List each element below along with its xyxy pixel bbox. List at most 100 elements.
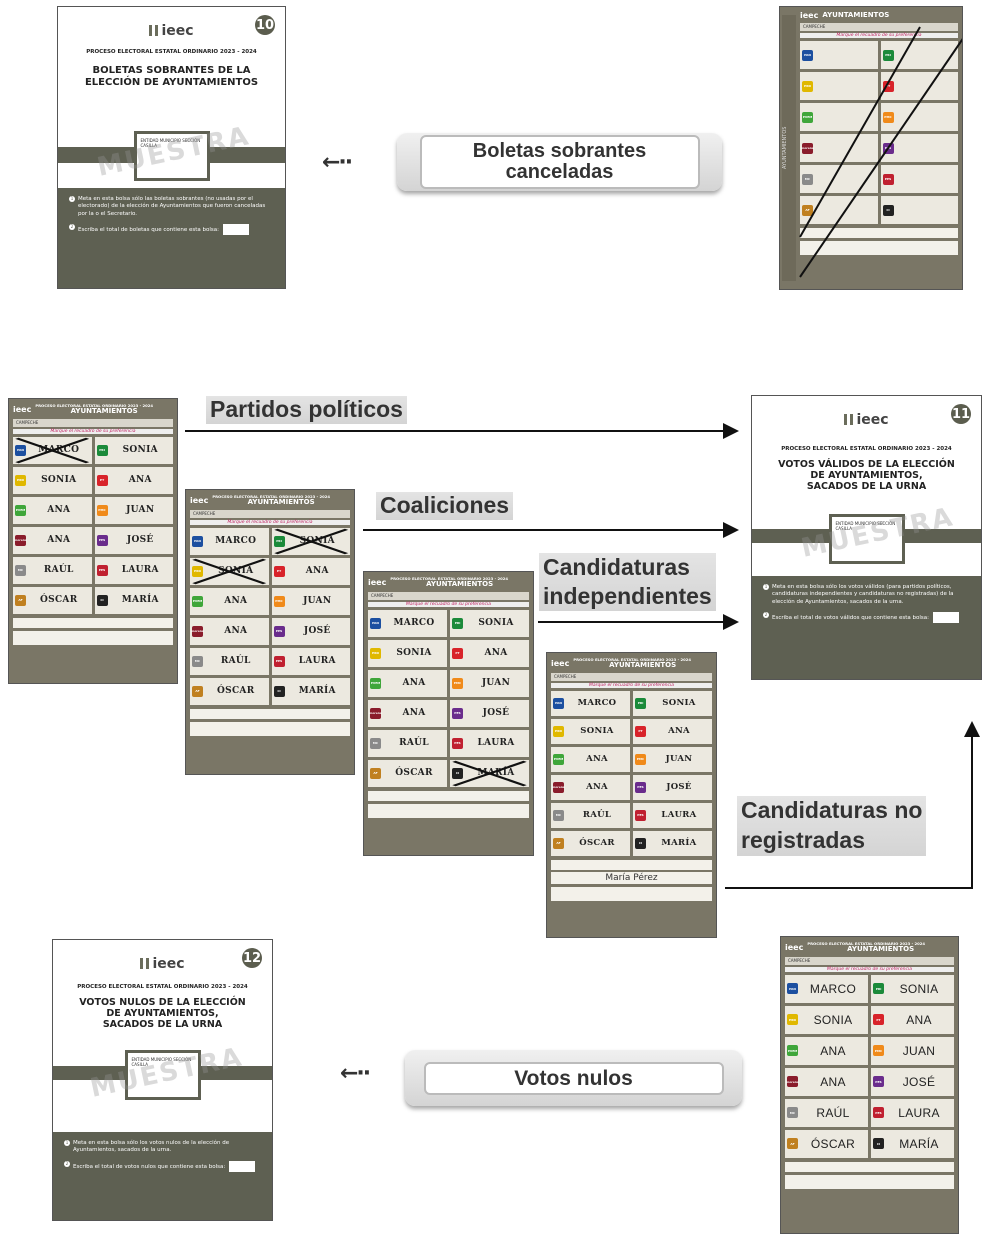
- bag-number: 11: [951, 404, 971, 424]
- party-logo-icon: PES: [273, 655, 285, 667]
- party-logo-icon: MC: [787, 1107, 798, 1119]
- candidate-cell: CI: [880, 196, 958, 224]
- candidate-name: SONIA: [299, 536, 335, 547]
- party-logo-icon: PRD: [15, 474, 26, 486]
- signature-area: [368, 803, 529, 818]
- ieec-logo: ieec: [13, 404, 32, 414]
- candidate-name: ANA: [586, 754, 608, 765]
- candidate-name: MARCO: [809, 981, 857, 996]
- candidate-name: RAÚL: [582, 810, 612, 821]
- party-logo-icon: PVEM: [370, 677, 381, 689]
- candidate-cell: PRD: [800, 72, 878, 100]
- party-logo-icon: PVEM: [192, 595, 203, 607]
- party-logo-icon: MC: [15, 564, 26, 576]
- ieec-logo-icon: [844, 414, 854, 425]
- candidate-name: ANA: [668, 726, 690, 737]
- party-logo-icon: PES: [452, 707, 463, 719]
- candidate-cell[interactable]: PES JOSÉ: [450, 699, 529, 727]
- municipio-field: CAMPECHE: [190, 509, 350, 518]
- candidate-name: RAÚL: [43, 565, 74, 576]
- candidate-name: JUAN: [902, 1043, 936, 1058]
- write-in-field: [190, 708, 350, 719]
- candidate-name: JOSÉ: [482, 708, 510, 719]
- candidate-name: ÓSCAR: [810, 1136, 856, 1151]
- party-logo-icon: PRI: [873, 983, 884, 995]
- bag-10-boletas-sobrantes: 10 ieec PROCESO ELECTORAL ESTATAL ORDINA…: [57, 6, 286, 289]
- candidate-name: RAÚL: [220, 656, 251, 667]
- party-logo-icon: CI: [452, 767, 463, 779]
- party-logo-icon: PRI: [452, 617, 463, 629]
- bag-number: 12: [242, 948, 262, 968]
- cross-mark: [273, 528, 348, 554]
- party-logo-icon: PAN: [802, 49, 813, 61]
- ieec-logo-icon: [149, 25, 159, 36]
- ieec-logo: ieec: [53, 956, 272, 972]
- candidate-name: ANA: [586, 782, 608, 793]
- candidate-cell[interactable]: MC RAÚL: [13, 556, 92, 584]
- bag-number: 10: [255, 15, 275, 35]
- candidate-name: ANA: [820, 1043, 846, 1058]
